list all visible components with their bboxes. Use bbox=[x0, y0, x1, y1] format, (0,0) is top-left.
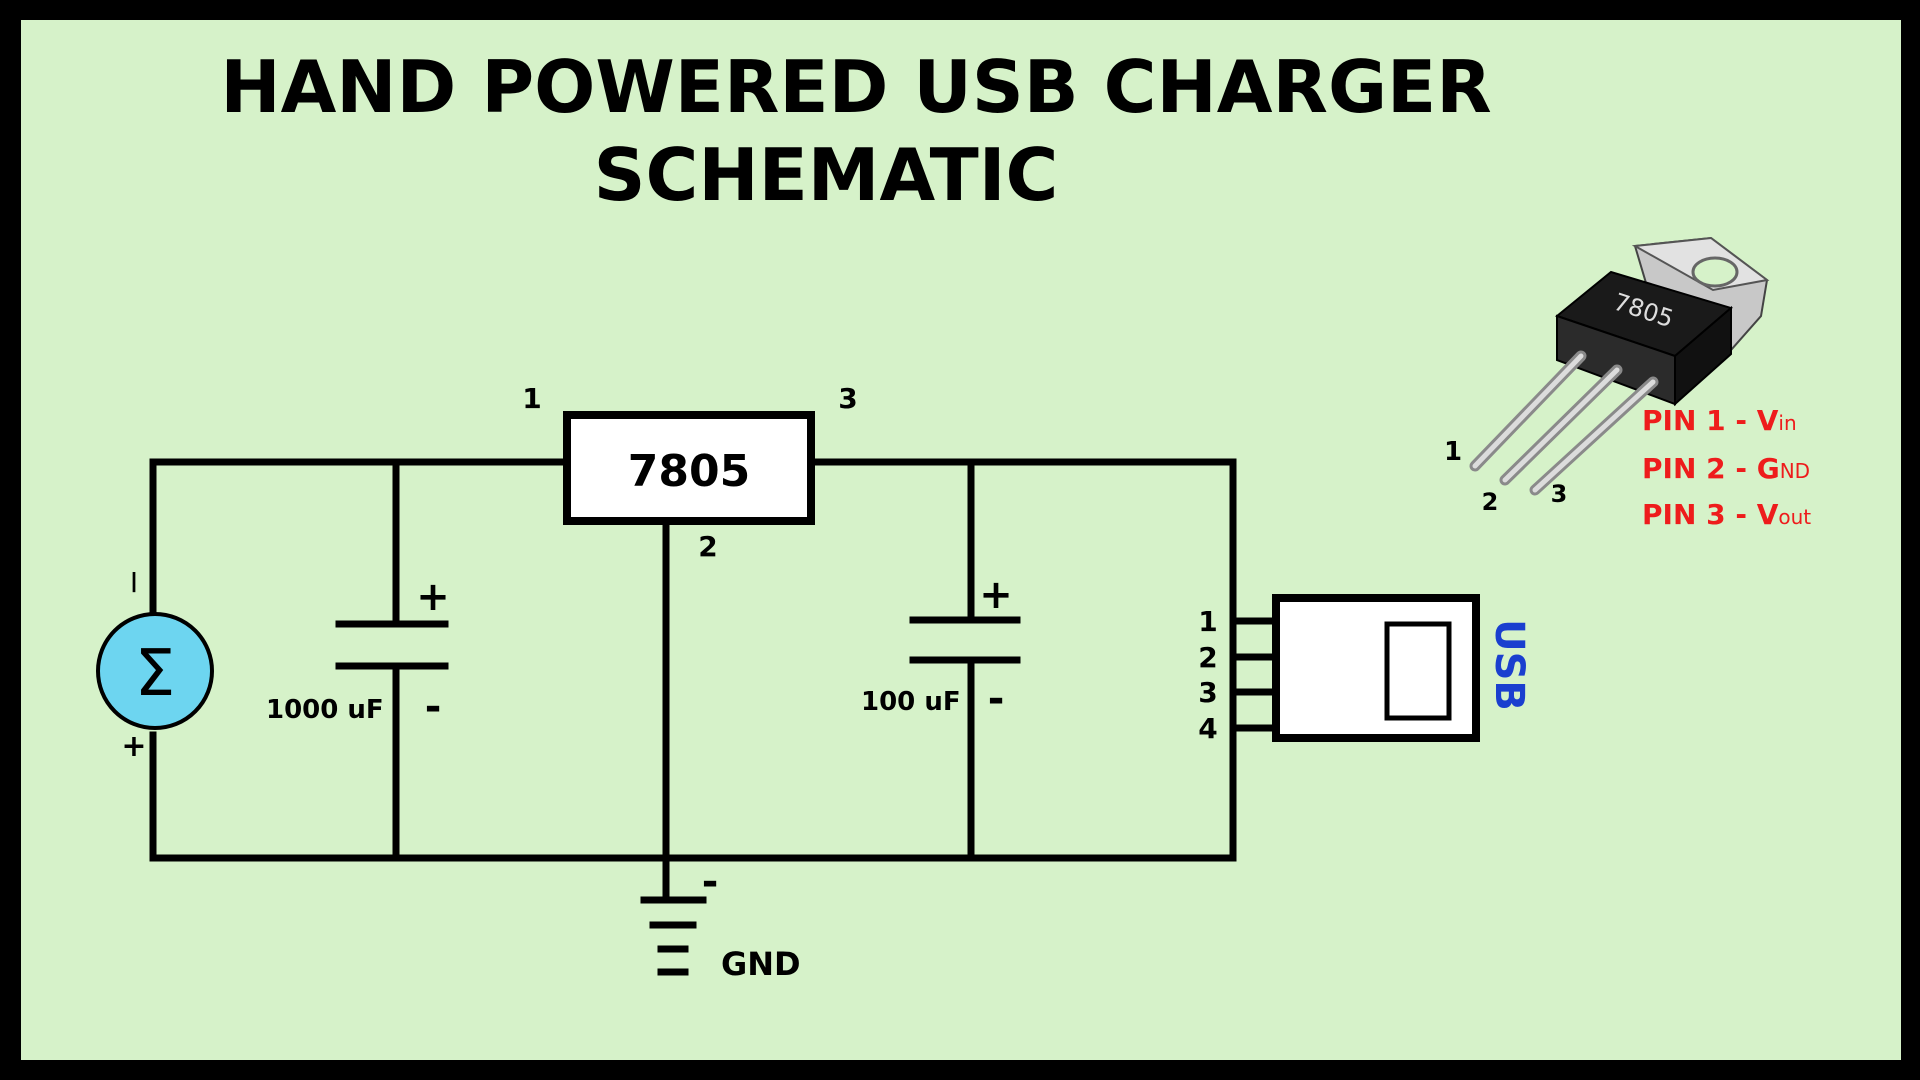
chip-pin-1: 1 bbox=[1444, 437, 1462, 467]
generator-bottom-sign: + bbox=[121, 729, 146, 764]
pinout-line-3: PIN 3 - Vout bbox=[1642, 498, 1811, 531]
title-line-1: HAND POWERED USB CHARGER bbox=[220, 45, 1491, 129]
regulator-7805: 7805 1 3 2 bbox=[522, 382, 857, 563]
capacitor-100uf: + - 100 uF bbox=[861, 572, 1021, 722]
generator-symbol: Σ bbox=[135, 637, 175, 711]
cap2-minus: - bbox=[988, 676, 1005, 722]
regulator-pin3-label: 3 bbox=[838, 382, 857, 415]
generator-icon: Σ I + bbox=[96, 566, 214, 764]
usb-pin-4: 4 bbox=[1198, 712, 1217, 745]
to220-package-icon: 7805 1 2 3 bbox=[1444, 236, 1770, 516]
cap1-plus: + bbox=[416, 574, 450, 620]
regulator-label: 7805 bbox=[628, 446, 750, 497]
usb-slot bbox=[1384, 621, 1452, 721]
chip-tab-hole bbox=[1691, 256, 1739, 288]
pinout-line-1: PIN 1 - Vin bbox=[1642, 404, 1797, 437]
regulator-pin1-label: 1 bbox=[522, 382, 541, 415]
ground-icon: - GND bbox=[640, 859, 801, 983]
cap1-minus: - bbox=[425, 684, 442, 730]
generator-circle bbox=[96, 612, 214, 730]
title-line-2: SCHEMATIC bbox=[594, 133, 1059, 217]
usb-pin-1: 1 bbox=[1198, 605, 1217, 638]
pinout-legend: PIN 1 - Vin PIN 2 - GND PIN 3 - Vout bbox=[1642, 404, 1811, 531]
pinout-line-2: PIN 2 - GND bbox=[1642, 452, 1810, 485]
circuit-wires bbox=[149, 458, 1280, 904]
cap2-label: 100 uF bbox=[861, 687, 961, 717]
schematic-svg: HAND POWERED USB CHARGER SCHEMATIC Σ I + bbox=[96, 45, 1811, 983]
usb-pin-2: 2 bbox=[1198, 641, 1217, 674]
regulator-box bbox=[563, 411, 815, 525]
cap2-plus: + bbox=[979, 572, 1013, 618]
ground-label: GND bbox=[721, 945, 801, 983]
regulator-pin2-label: 2 bbox=[698, 530, 717, 563]
capacitor-1000uf: + - 1000 uF bbox=[266, 574, 450, 730]
chip-pin-3: 3 bbox=[1551, 480, 1568, 508]
diagram-canvas: HAND POWERED USB CHARGER SCHEMATIC Σ I + bbox=[21, 20, 1901, 1060]
generator-top-sign: I bbox=[130, 566, 138, 599]
usb-port-icon: 1 2 3 4 USB bbox=[1198, 594, 1532, 745]
usb-label: USB bbox=[1486, 619, 1532, 711]
chip-pin-2: 2 bbox=[1482, 488, 1499, 516]
ground-minus: - bbox=[702, 859, 719, 905]
chip-body-side bbox=[1674, 305, 1732, 407]
usb-pin-3: 3 bbox=[1198, 676, 1217, 709]
cap1-label: 1000 uF bbox=[266, 695, 384, 725]
